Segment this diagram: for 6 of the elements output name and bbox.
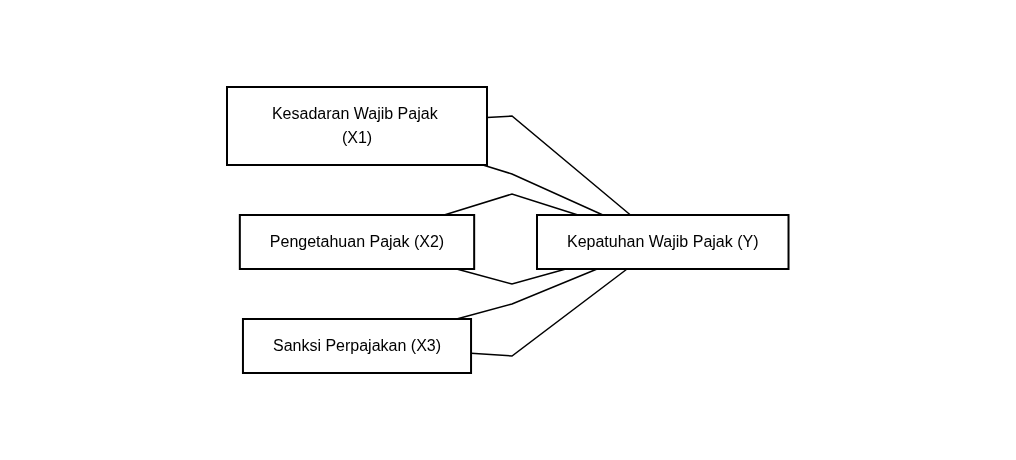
node-box: Sanksi Perpajakan (X3) — [242, 318, 473, 374]
node-box: Kesadaran Wajib Pajak (X1) — [226, 86, 489, 166]
node-box: Pengetahuan Pajak (X2) — [239, 214, 476, 270]
connector — [443, 193, 579, 216]
connector — [482, 164, 604, 216]
node-box: Kepatuhan Wajib Pajak (Y) — [536, 214, 790, 270]
